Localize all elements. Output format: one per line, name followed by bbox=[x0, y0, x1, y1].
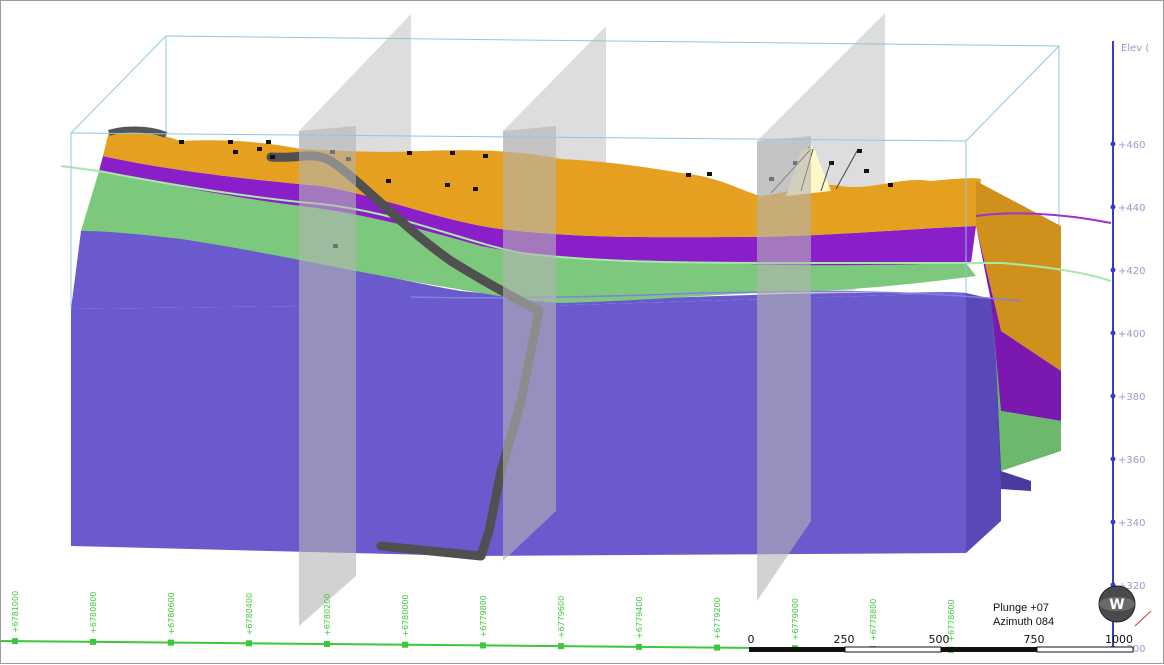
elevation-tick-label: +340 bbox=[1118, 518, 1145, 529]
green-contact-line bbox=[60, 165, 1112, 282]
northing-tick bbox=[168, 639, 174, 646]
topsoil-side bbox=[976, 181, 1061, 371]
elevation-axis: Elev ( +460+440+420+400+380+360+340+320+… bbox=[1110, 41, 1149, 655]
northing-tick bbox=[402, 641, 408, 648]
northing-tick-label: +6780600 bbox=[167, 592, 176, 634]
northing-tick-label: +6781000 bbox=[11, 591, 20, 633]
elevation-tick bbox=[1110, 204, 1116, 210]
scale-bar-label: 1000 bbox=[1105, 633, 1133, 646]
elevation-tick-label: +360 bbox=[1118, 455, 1145, 466]
northing-tick bbox=[714, 644, 720, 651]
northing-tick bbox=[558, 643, 564, 650]
scale-bar-label: 0 bbox=[748, 633, 755, 646]
bounding-box-front bbox=[70, 132, 967, 309]
northing-tick-label: +6780800 bbox=[89, 592, 98, 634]
elevation-tick bbox=[1110, 519, 1116, 525]
green-layer bbox=[81, 171, 976, 303]
basement-layer-side bbox=[966, 293, 1001, 553]
basement-contact-line bbox=[410, 290, 1022, 302]
scale-bar: 0 250 500 750 1000 bbox=[748, 633, 1134, 653]
elevation-tick bbox=[1110, 393, 1116, 399]
purple-contact-line bbox=[975, 212, 1112, 224]
elevation-tick bbox=[1110, 141, 1116, 147]
basement-layer-top bbox=[71, 230, 966, 309]
elevation-tick-label: +420 bbox=[1118, 266, 1145, 277]
elevation-tick bbox=[1110, 330, 1116, 336]
elevation-tick bbox=[1110, 267, 1116, 273]
elevation-axis-title: Elev ( bbox=[1121, 43, 1149, 54]
purple-layer bbox=[99, 156, 976, 266]
azimuth-label: Azimuth 084 bbox=[993, 616, 1054, 628]
compass-icon[interactable]: W bbox=[1098, 585, 1152, 627]
topsoil-edge bbox=[108, 126, 168, 138]
elevation-tick bbox=[1110, 456, 1116, 462]
northing-tick-label: +6779600 bbox=[557, 596, 566, 638]
northing-tick-label: +6778800 bbox=[869, 599, 878, 641]
northing-tick-label: +6779000 bbox=[791, 598, 800, 640]
northing-tick-label: +6780200 bbox=[323, 594, 332, 636]
northing-tick bbox=[324, 641, 330, 648]
purple-side bbox=[976, 226, 1061, 421]
bounding-box-back bbox=[70, 35, 1060, 291]
scale-bar-label: 500 bbox=[929, 633, 950, 646]
northing-tick-label: +6779400 bbox=[635, 597, 644, 639]
northing-tick-label: +6780000 bbox=[401, 594, 410, 636]
plunge-label: Plunge +07 bbox=[993, 602, 1049, 614]
elevation-tick-label: +320 bbox=[1118, 581, 1145, 592]
elevation-tick-label: +440 bbox=[1118, 203, 1145, 214]
northing-tick bbox=[90, 638, 96, 645]
scale-bar-label: 750 bbox=[1024, 633, 1045, 646]
northing-tick bbox=[636, 643, 642, 650]
section-planes-front bbox=[299, 126, 811, 626]
northing-tick-label: +6779800 bbox=[479, 595, 488, 637]
elevation-tick-label: +460 bbox=[1118, 140, 1145, 151]
elevation-tick-label: +400 bbox=[1118, 329, 1145, 340]
northing-axis: +6781000 +6780800 +6780600 +6780400 +6780200… bbox=[1, 591, 956, 653]
northing-tick-label: +6779200 bbox=[713, 597, 722, 639]
northing-tick bbox=[246, 640, 252, 647]
northing-tick bbox=[12, 638, 18, 645]
northing-tick-label: +6780400 bbox=[245, 593, 254, 635]
northing-tick bbox=[480, 642, 486, 649]
compass-letter: W bbox=[1109, 597, 1124, 613]
green-side bbox=[991, 301, 1061, 471]
scale-bar-label: 250 bbox=[834, 633, 855, 646]
northing-tick-label: +6778600 bbox=[947, 599, 956, 641]
elevation-tick-label: +380 bbox=[1118, 392, 1145, 403]
orientation-readout: Plunge +07 Azimuth 084 bbox=[993, 602, 1054, 628]
